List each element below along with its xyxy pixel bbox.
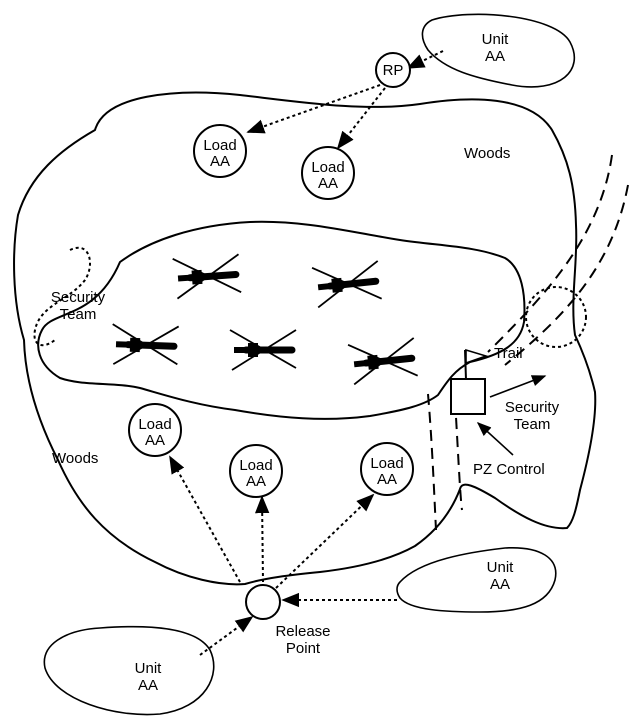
helicopter-icon bbox=[312, 261, 382, 308]
load-aa-circle bbox=[128, 403, 182, 457]
unit-aa-top bbox=[421, 13, 576, 88]
trail-line bbox=[487, 154, 613, 353]
helicopter-icon bbox=[348, 338, 418, 385]
load-aa-circle bbox=[193, 124, 247, 178]
load-aa-circle bbox=[301, 146, 355, 200]
load-aa-circle bbox=[229, 444, 283, 498]
woods-label: Woods bbox=[464, 145, 510, 162]
trail-label: Trail bbox=[494, 345, 523, 362]
security-team-right-area bbox=[525, 286, 587, 348]
pz-control-square bbox=[450, 378, 486, 415]
flag-icon bbox=[464, 348, 489, 381]
woods-label: Woods bbox=[52, 450, 98, 467]
clearing-outline bbox=[37, 220, 526, 420]
woods-outline bbox=[13, 91, 597, 586]
release-point-circle bbox=[245, 584, 281, 620]
helicopter-icon bbox=[173, 254, 242, 299]
unit-aa-right bbox=[396, 547, 557, 613]
helicopter-icon bbox=[230, 330, 296, 370]
load-aa-circle bbox=[360, 442, 414, 496]
helicopter-icon bbox=[111, 324, 178, 366]
rp-label: RP bbox=[383, 62, 404, 79]
unit-aa-bottom bbox=[43, 625, 215, 716]
pz-control-label: PZ Control bbox=[473, 461, 545, 478]
rp-circle bbox=[375, 52, 411, 88]
